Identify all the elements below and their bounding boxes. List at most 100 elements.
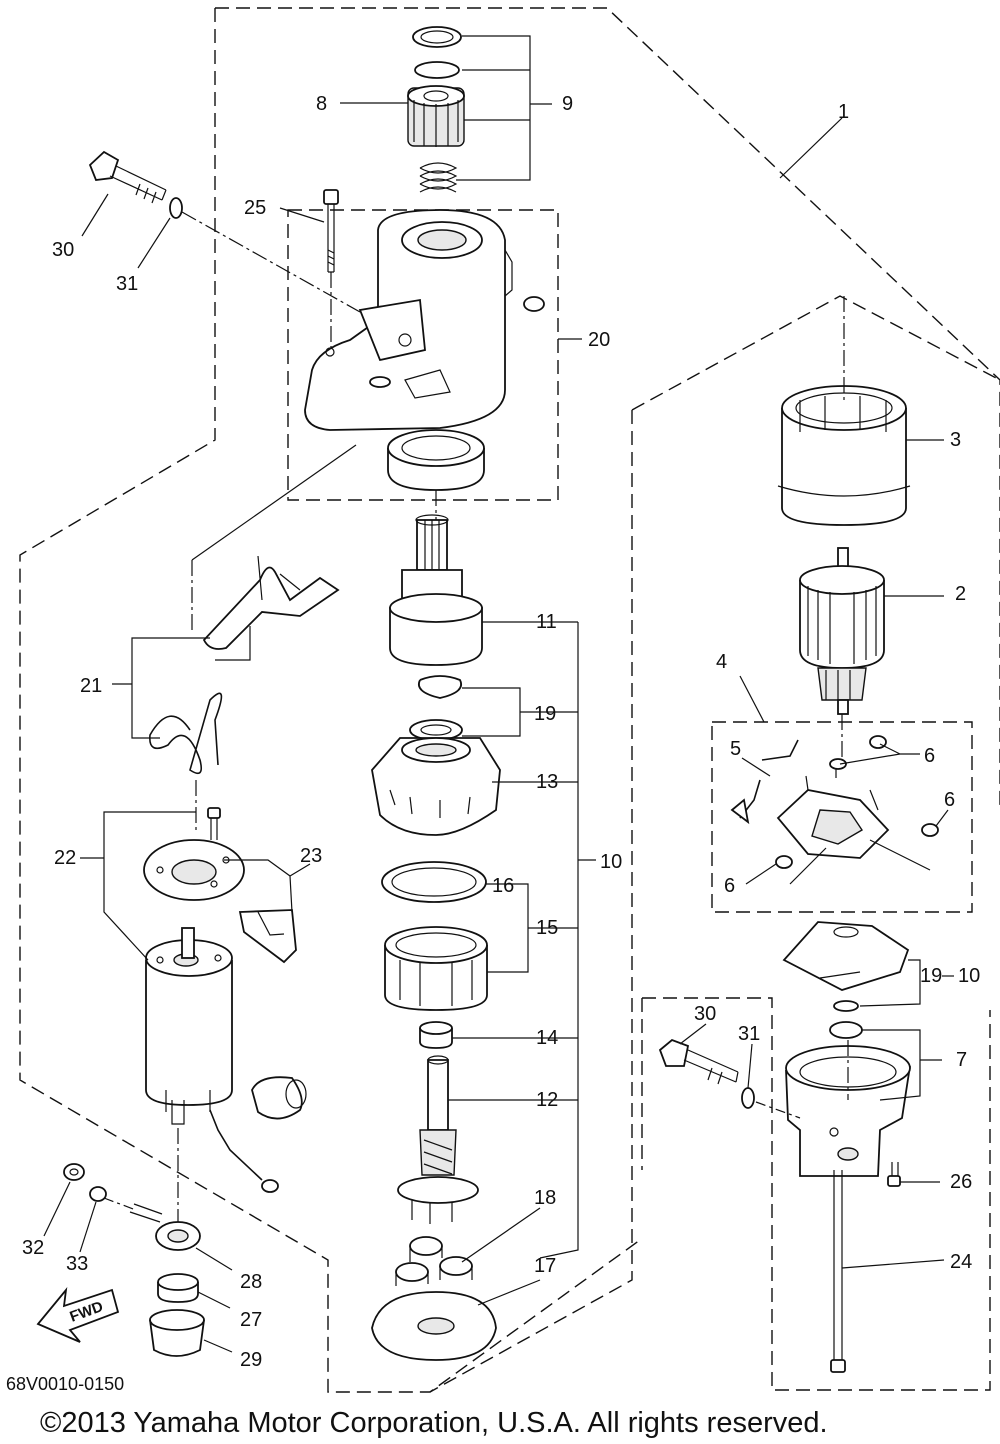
callout-27: 27 [240,1309,262,1331]
callout-11: 11 [536,611,557,633]
callout-20: 20 [588,329,610,351]
callout-1: 1 [838,101,849,123]
assembly-outline-10 [429,295,1000,1393]
callout-6a: 6 [924,745,935,767]
callout-10a: 10 [600,851,622,873]
leader-32 [43,1181,71,1237]
leader-4 [739,675,765,723]
gear-cover-13 [371,737,501,836]
callout-3: 3 [950,429,961,451]
gasket-plate [143,839,245,901]
centerline-21 [191,560,197,830]
callout-6c: 6 [724,875,735,897]
yoke-3 [777,385,911,526]
cover-29 [149,1309,205,1357]
copyright-notice: ©2013 Yamaha Motor Corporation, U.S.A. A… [40,1407,828,1439]
callout-26: 26 [950,1171,972,1193]
callout-18: 18 [534,1187,556,1209]
bolt-30-top [88,150,183,219]
callout-21: 21 [80,675,102,697]
leader-10-bracket [539,622,596,1259]
leader-21-to-20 [191,444,357,561]
leader-17 [477,1279,541,1306]
leader-33 [79,1201,97,1253]
ring-16 [381,861,487,903]
bolt-30-right [658,1038,755,1109]
callout-8: 8 [316,93,327,115]
leader-23 [224,859,311,913]
nut-32 [63,1163,85,1181]
leader-19-right [859,959,921,1007]
callout-5: 5 [730,738,741,760]
diagram-code: 68V0010-0150 [6,1374,124,1394]
leader-30-top [81,193,109,237]
bushing-14 [419,1021,453,1049]
leader-25 [279,207,325,223]
leader-7 [862,1029,942,1101]
leader-6-bottom [745,863,777,885]
brush-holder-4 [730,735,939,869]
starter-bracket-20 [304,209,545,431]
shift-lever-21 [202,555,340,650]
callout-24: 24 [950,1251,972,1273]
assembly-outline-7-box [641,997,991,1391]
leader-30-right [679,1023,707,1045]
callout-14: 14 [536,1027,558,1049]
callout-10b: 10 [958,965,980,987]
callout-19a: 19 [534,703,556,725]
leader-18 [461,1207,541,1263]
plate-17 [371,1291,497,1361]
leader-21 [112,637,210,739]
leader-6-top [839,743,920,765]
fwd-arrow-icon: FWD [36,1287,120,1343]
leader-27 [197,1291,231,1309]
planet-gears-18 [395,1236,473,1286]
callout-32: 32 [22,1237,44,1259]
callout-31a: 31 [116,273,138,295]
rubber-boot [251,1076,307,1120]
leader-21-lower [215,626,251,661]
leader-29 [203,1339,233,1353]
callout-23: 23 [300,845,322,867]
callout-12: 12 [536,1089,558,1111]
leader-6-mid [789,839,931,885]
callout-31b: 31 [738,1023,760,1045]
lead-wire [209,1109,279,1193]
assembly-outline-1 [19,7,1000,1393]
centerline-28 [103,1197,137,1211]
leader-22 [80,811,196,961]
leader-9 [456,35,552,181]
callout-30b: 30 [694,1003,716,1025]
callout-6b: 6 [944,789,955,811]
washer-33 [89,1186,107,1202]
screw-22 [207,807,221,840]
callout-30a: 30 [52,239,74,261]
drive-shaft-11 [389,514,483,666]
grommet-27 [157,1273,199,1303]
bracket-bearing [387,429,485,491]
centerline-30-right [755,1101,801,1119]
callout-16: 16 [492,875,514,897]
through-bolt-24 [830,1170,846,1373]
callout-33: 33 [66,1253,88,1275]
leader-6-right [935,809,949,827]
callout-15: 15 [536,917,558,939]
callout-29: 29 [240,1349,262,1371]
callout-13: 13 [536,771,558,793]
callout-22: 22 [54,847,76,869]
bolt-25 [323,189,339,273]
circlip-washer-19 [409,675,463,741]
internal-gear-15 [384,926,488,1011]
return-spring [149,692,223,775]
callout-9: 9 [562,93,573,115]
leader-24 [841,1259,945,1269]
armature-2 [799,547,885,715]
leader-5 [741,757,771,777]
callout-28: 28 [240,1271,262,1293]
rubber-block-23 [238,909,297,964]
leader-31-right [747,1043,753,1089]
plate-19-right [782,921,910,1012]
callout-17: 17 [534,1255,556,1277]
leader-16 [484,883,529,973]
